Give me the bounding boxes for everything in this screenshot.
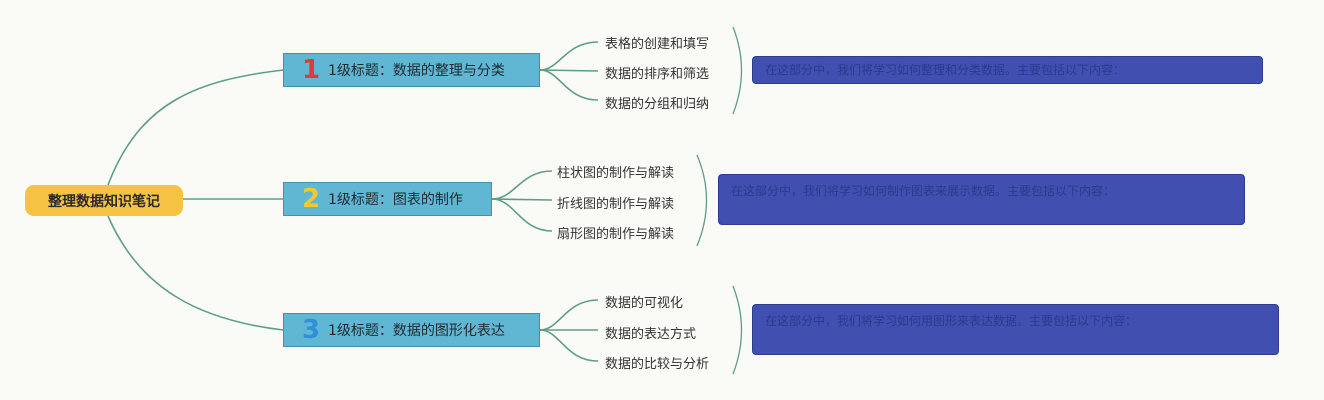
root-to-topic-3-line <box>107 215 284 331</box>
subtopic-1-1[interactable]: 表格的创建和填写 <box>605 37 710 52</box>
topic-1-to-sub-1-line <box>539 41 599 71</box>
topic-node-1[interactable]: 1 1级标题：数据的整理与分类 <box>283 53 540 87</box>
subtopic-1-3[interactable]: 数据的分组和归纳 <box>605 97 710 112</box>
summary-note-3[interactable]: 在这部分中，我们将学习如何用图形来表达数据。主要包括以下内容： <box>752 304 1279 355</box>
subtopic-3-3[interactable]: 数据的比较与分析 <box>605 357 710 372</box>
root-label: 整理数据知识笔记 <box>48 193 160 210</box>
topic-label-3: 1级标题：数据的图形化表达 <box>328 323 505 339</box>
topic-1-to-sub-2-line <box>539 69 599 72</box>
subtopic-2-1[interactable]: 柱状图的制作与解读 <box>557 166 675 181</box>
topic-node-2[interactable]: 2 1级标题：图表的制作 <box>283 182 492 216</box>
summary-brace-2 <box>696 154 708 247</box>
topic-2-to-sub-2-line <box>491 198 553 201</box>
topic-2-to-sub-1-line <box>491 170 553 200</box>
summary-brace-1 <box>732 26 743 115</box>
summary-note-2-text: 在这部分中，我们将学习如何制作图表来展示数据。主要包括以下内容： <box>731 184 1116 198</box>
topic-label-1: 1级标题：数据的整理与分类 <box>328 63 505 79</box>
subtopic-1-2[interactable]: 数据的排序和筛选 <box>605 67 710 82</box>
subtopic-3-1[interactable]: 数据的可视化 <box>605 296 684 311</box>
topic-label-2: 1级标题：图表的制作 <box>328 192 463 208</box>
summary-note-1-text: 在这部分中，我们将学习如何整理和分类数据。主要包括以下内容： <box>765 63 1126 77</box>
subtopic-2-3[interactable]: 扇形图的制作与解读 <box>557 227 675 242</box>
topic-2-to-sub-3-line <box>491 198 553 232</box>
topic-node-3[interactable]: 3 1级标题：数据的图形化表达 <box>283 313 540 347</box>
topic-1-to-sub-3-line <box>539 69 599 101</box>
summary-note-3-text: 在这部分中，我们将学习如何用图形来表达数据。主要包括以下内容： <box>765 314 1138 328</box>
subtopic-2-2[interactable]: 折线图的制作与解读 <box>557 197 675 212</box>
subtopic-3-2[interactable]: 数据的表达方式 <box>605 327 697 342</box>
summary-note-1[interactable]: 在这部分中，我们将学习如何整理和分类数据。主要包括以下内容： <box>752 56 1263 84</box>
root-node[interactable]: 整理数据知识笔记 <box>25 185 183 216</box>
root-to-topic-1-line <box>107 69 284 186</box>
summary-brace-3 <box>732 285 743 375</box>
branch-lines <box>107 41 599 362</box>
topic-number-2: 2 <box>301 184 321 214</box>
topic-number-1: 1 <box>301 55 321 85</box>
topic-3-to-sub-1-line <box>539 299 599 331</box>
topic-number-3: 3 <box>301 315 321 345</box>
topic-3-to-sub-3-line <box>539 329 599 362</box>
summary-note-2[interactable]: 在这部分中，我们将学习如何制作图表来展示数据。主要包括以下内容： <box>718 174 1245 225</box>
